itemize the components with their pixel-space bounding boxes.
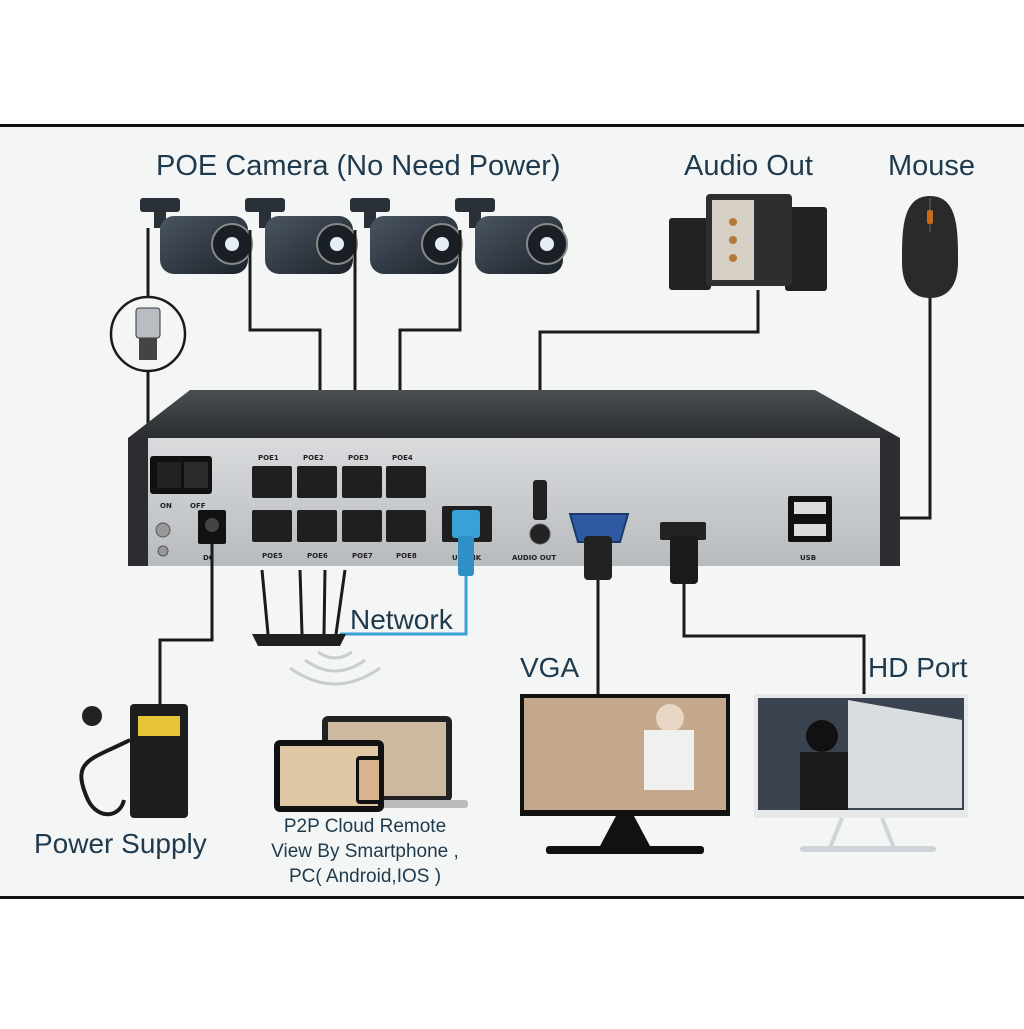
- hdmi-port: [660, 522, 706, 540]
- port-label-dc: DC: [203, 554, 214, 562]
- mouse-label: Mouse: [888, 150, 976, 182]
- poe-camera-icon: [455, 198, 568, 274]
- power-supply-label: Power Supply: [34, 828, 207, 859]
- port-label-poe6: POE6: [307, 552, 328, 560]
- vga-label: VGA: [520, 652, 580, 683]
- poe-ports-top: [252, 466, 426, 498]
- p2p-label-line-2: View By Smartphone ,: [271, 841, 459, 862]
- nvr-top: [128, 390, 900, 438]
- power-switch: [150, 456, 212, 494]
- usb-ports: [788, 496, 832, 542]
- wifi-signal-icon: [289, 650, 381, 686]
- port-label-audio-out: AUDIO OUT: [512, 554, 556, 562]
- network-label: Network: [350, 604, 453, 635]
- port-label-poe1: POE1: [258, 454, 279, 462]
- port-label-poe5: POE5: [262, 552, 283, 560]
- port-label-poe3: POE3: [348, 454, 369, 462]
- frame-top-line: [0, 124, 1024, 127]
- p2p-label-line-1: P2P Cloud Remote: [283, 816, 447, 837]
- port-label-poe4: POE4: [392, 454, 413, 462]
- vga-port: [568, 513, 630, 543]
- poe-camera-icon: [140, 198, 253, 274]
- port-label-poe7: POE7: [352, 552, 373, 560]
- p2p-label: P2P Cloud Remote View By Smartphone , PC…: [255, 814, 475, 889]
- hd-monitor-icon: [754, 694, 968, 852]
- hd-port-label: HD Port: [868, 652, 968, 683]
- power-cable: [158, 544, 214, 704]
- poe-camera-label: POE Camera (No Need Power): [156, 150, 561, 182]
- port-label-poe2: POE2: [303, 454, 324, 462]
- vga-monitor-icon: [520, 694, 730, 854]
- p2p-label-line-3: PC( Android,IOS ): [288, 866, 442, 887]
- rj45-connector-icon: [109, 295, 187, 373]
- port-label-off: OFF: [190, 502, 206, 510]
- hdmi-plug-icon: [670, 536, 698, 584]
- ground-screw-icon: [157, 545, 169, 557]
- hdmi-cable: [682, 584, 866, 694]
- speaker-icon: [669, 194, 827, 291]
- nvr-recorder: [128, 438, 900, 566]
- mouse-cable: [900, 298, 932, 520]
- ground-screw-icon: [155, 522, 171, 538]
- router-icon: [252, 569, 347, 646]
- poe-camera-icon: [245, 198, 358, 274]
- p2p-devices-icon: [274, 716, 468, 812]
- audio-out-label: Audio Out: [684, 150, 813, 182]
- power-adapter-icon: [79, 704, 188, 818]
- mouse-icon: [902, 196, 958, 298]
- port-label-on: ON: [160, 502, 172, 510]
- network-plug-icon: [452, 510, 480, 576]
- poe-camera-icon: [350, 198, 463, 274]
- port-label-poe8: POE8: [396, 552, 417, 560]
- port-label-usb: USB: [800, 554, 816, 562]
- poe-ports-bottom: [252, 510, 426, 542]
- audio-plug-icon: [533, 480, 547, 520]
- audio-out-port: [529, 523, 551, 545]
- network-cable: [340, 576, 468, 636]
- vga-plug-icon: [584, 536, 612, 580]
- frame-bottom-line: [0, 896, 1024, 899]
